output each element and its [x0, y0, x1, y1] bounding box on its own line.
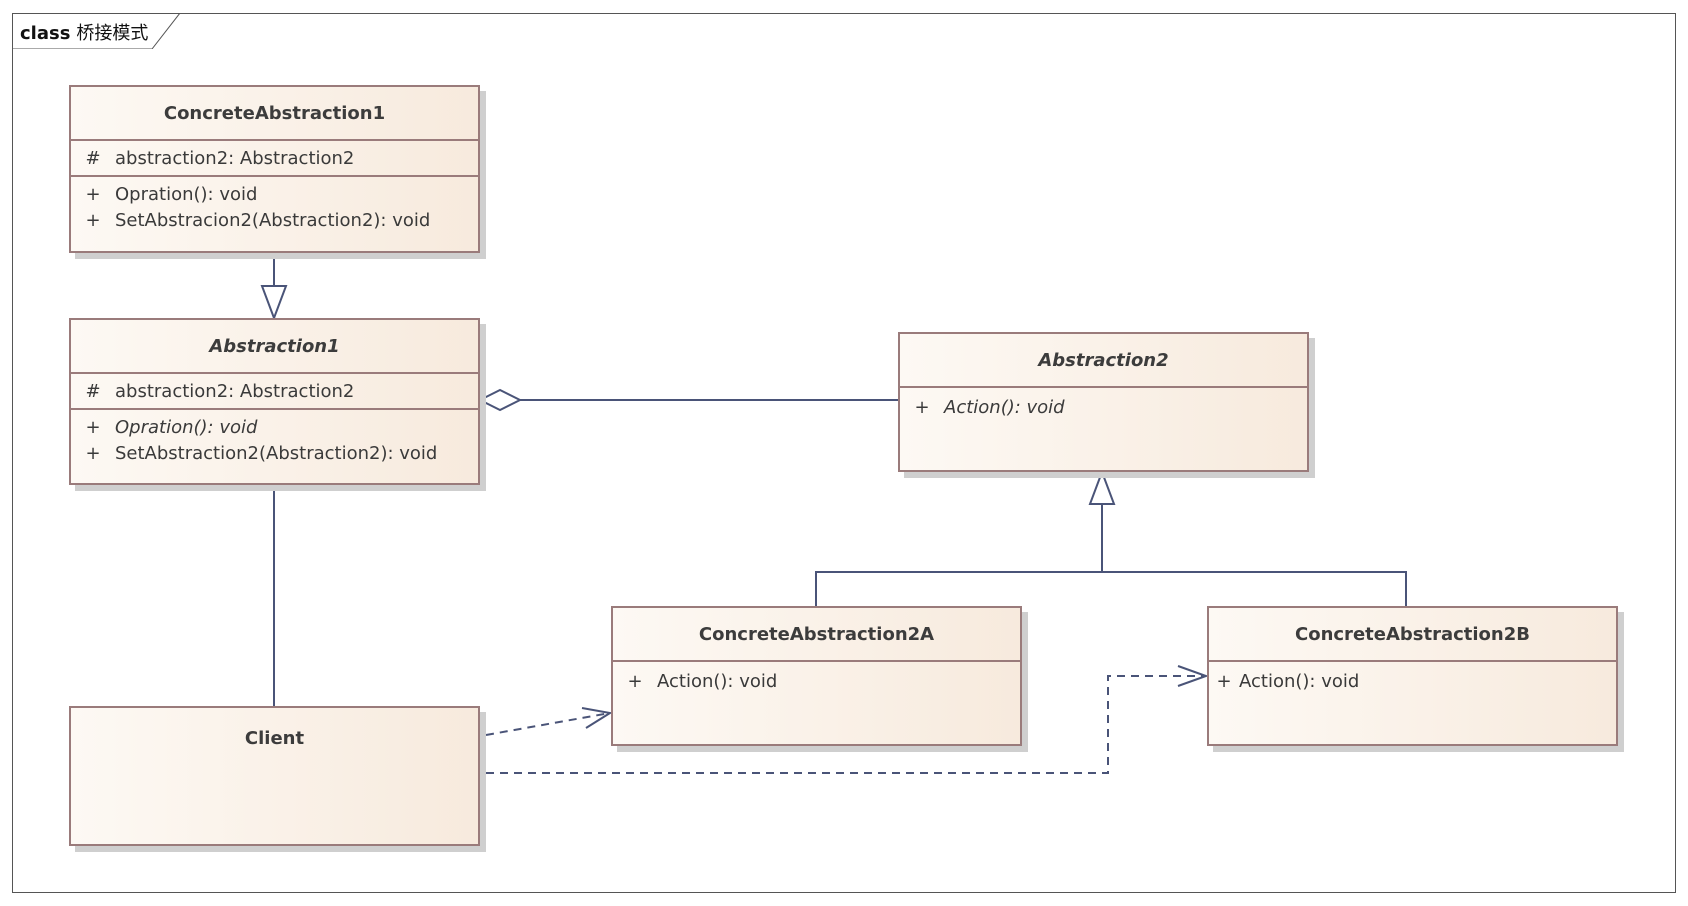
- operation-row: + Action(): void: [900, 394, 1307, 420]
- attributes-compartment: # abstraction2: Abstraction2: [71, 139, 478, 175]
- class-abstraction1[interactable]: Abstraction1 # abstraction2: Abstraction…: [69, 318, 480, 485]
- visibility-marker: +: [914, 396, 930, 418]
- operation-text: Action(): void: [944, 396, 1065, 418]
- class-client[interactable]: Client: [69, 706, 480, 846]
- operations-compartment: + Action(): void: [900, 386, 1307, 420]
- dependency-client-to-concrete2a[interactable]: [485, 707, 613, 736]
- visibility-marker: +: [85, 209, 101, 231]
- operation-text: Opration(): void: [115, 416, 258, 438]
- operation-row: + Opration(): void: [71, 414, 478, 440]
- operation-row: + Action(): void: [613, 668, 1020, 694]
- operation-row: + SetAbstraction2(Abstraction2): void: [71, 440, 478, 466]
- class-concrete-abstraction2b[interactable]: ConcreteAbstraction2B + Action(): void: [1207, 606, 1618, 746]
- operation-row: + Action(): void: [1209, 668, 1616, 694]
- class-abstraction2[interactable]: Abstraction2 + Action(): void: [898, 332, 1309, 472]
- operations-compartment: + Action(): void: [613, 660, 1020, 694]
- class-name: ConcreteAbstraction2B: [1295, 623, 1530, 645]
- diagram-frame: [12, 13, 1676, 893]
- attribute-row: # abstraction2: Abstraction2: [71, 378, 478, 404]
- operation-row: + Opration(): void: [71, 181, 478, 207]
- generalization-concrete2-to-abstraction2[interactable]: [815, 469, 1407, 606]
- attribute-row: # abstraction2: Abstraction2: [71, 145, 478, 171]
- operations-compartment: + Opration(): void + SetAbstracion2(Abst…: [71, 175, 478, 237]
- operation-text: Action(): void: [1239, 670, 1360, 692]
- aggregation-abstraction1-abstraction2[interactable]: [477, 388, 898, 412]
- class-name: Client: [244, 727, 305, 749]
- class-name: ConcreteAbstraction1: [163, 102, 386, 124]
- frame-keyword: class: [20, 23, 71, 44]
- visibility-marker: #: [85, 147, 101, 169]
- class-concrete-abstraction1[interactable]: ConcreteAbstraction1 # abstraction2: Abs…: [69, 85, 480, 253]
- operation-row: + SetAbstracion2(Abstraction2): void: [71, 207, 478, 233]
- class-name: ConcreteAbstraction2A: [698, 623, 935, 645]
- operation-text: SetAbstracion2(Abstraction2): void: [115, 209, 431, 231]
- visibility-marker: +: [85, 442, 101, 464]
- frame-name: 桥接模式: [76, 23, 149, 44]
- visibility-marker: #: [85, 380, 101, 402]
- visibility-marker: +: [1216, 670, 1232, 692]
- class-name: Abstraction2: [1038, 349, 1169, 371]
- operation-text: SetAbstraction2(Abstraction2): void: [115, 442, 438, 464]
- attribute-text: abstraction2: Abstraction2: [115, 380, 355, 402]
- generalization-concrete1-to-abstraction1[interactable]: [260, 253, 288, 321]
- visibility-marker: +: [627, 670, 643, 692]
- operations-compartment: + Opration(): void + SetAbstraction2(Abs…: [71, 408, 478, 470]
- class-concrete-abstraction2a[interactable]: ConcreteAbstraction2A + Action(): void: [611, 606, 1022, 746]
- operation-text: Opration(): void: [115, 183, 258, 205]
- operation-text: Action(): void: [657, 670, 778, 692]
- dependency-client-to-concrete2b[interactable]: [486, 665, 1209, 774]
- attributes-compartment: # abstraction2: Abstraction2: [71, 372, 478, 408]
- visibility-marker: +: [85, 416, 101, 438]
- attribute-text: abstraction2: Abstraction2: [115, 147, 355, 169]
- visibility-marker: +: [85, 183, 101, 205]
- operations-compartment: + Action(): void: [1209, 660, 1616, 694]
- class-name: Abstraction1: [209, 335, 340, 357]
